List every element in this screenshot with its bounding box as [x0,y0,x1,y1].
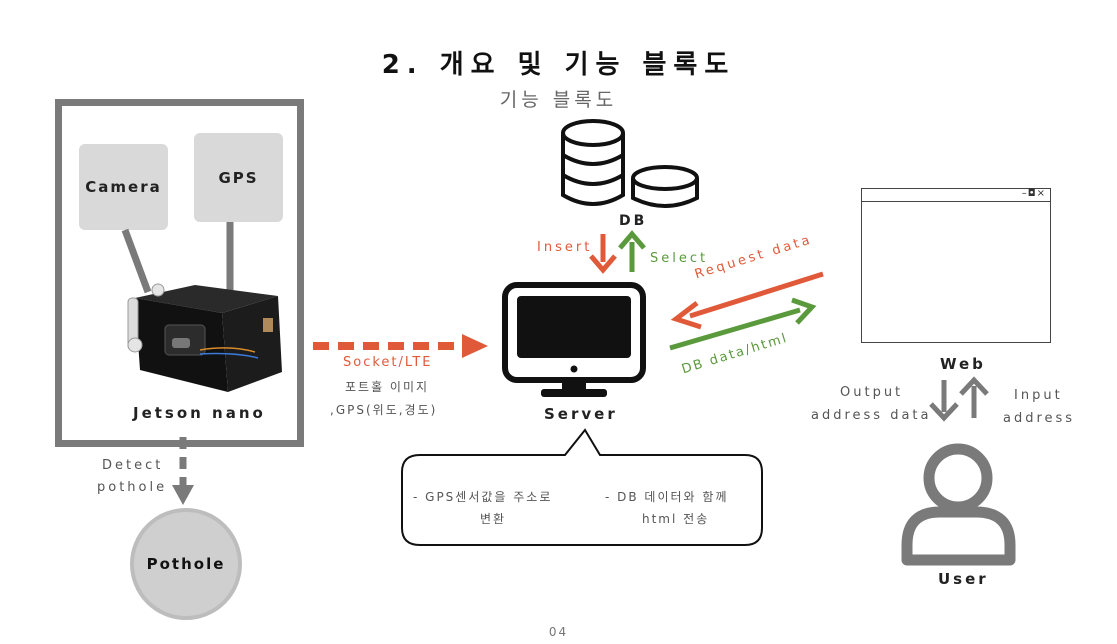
gps-label: GPS [218,168,259,187]
input-arrowhead [959,376,989,396]
server-monitor-icon [502,282,646,397]
input-label-line2: address [1003,411,1076,426]
input-label-line1: Input [1014,388,1063,403]
output-label-line1: Output [840,385,904,400]
web-label: Web [940,355,986,373]
camera-label: Camera [85,178,162,196]
payload-label-line2: ,GPS(위도,경도) [330,403,438,417]
pothole-node: Pothole [130,508,242,620]
socket-link-arrowhead [462,334,488,358]
jetson-device-icon [127,283,282,392]
select-arrowhead [618,230,646,250]
jetson-nano-label: Jetson nano [133,404,266,422]
db-label: DB [619,213,648,229]
insert-arrowhead [589,254,617,274]
database-icon [561,119,699,208]
note-left-line2: 변환 [480,512,507,526]
camera-module: Camera [79,144,168,230]
page-title: 2. 개요 및 기능 블록도 [381,50,736,80]
select-label: Select [650,251,709,266]
response-arrow-line [669,307,801,351]
page-subtitle: 기능 블록도 [499,89,618,111]
output-arrowhead [929,402,959,422]
detect-label-line2: pothole [97,480,168,495]
payload-label-line1: 포트홀 이미지 [345,380,430,394]
user-label: User [938,570,989,588]
output-label-line2: address data [811,408,932,423]
note-left-line1: - GPS센서값을 주소로 [413,490,553,504]
response-arrowhead [791,297,817,325]
camera-cable [121,228,152,294]
pothole-label: Pothole [146,555,226,573]
server-note-bubble [401,428,763,546]
user-icon [901,443,1016,566]
web-browser-window: –◘× [861,188,1051,343]
note-right-line2: html 전송 [642,512,710,526]
window-controls-icon: –◘× [1021,188,1046,199]
insert-label: Insert [537,240,593,255]
socket-label: Socket/LTE [343,355,433,370]
note-right-line1: - DB 데이터와 함께 [605,490,729,504]
request-arrow-line [689,271,824,319]
request-arrowhead [670,301,702,330]
detect-link-arrowhead [172,485,194,505]
detect-label-line1: Detect [102,458,164,473]
page-number: 04 [548,625,569,639]
gps-module: GPS [194,133,283,222]
server-label: Server [544,405,618,423]
web-window-titlebar [862,201,1050,202]
